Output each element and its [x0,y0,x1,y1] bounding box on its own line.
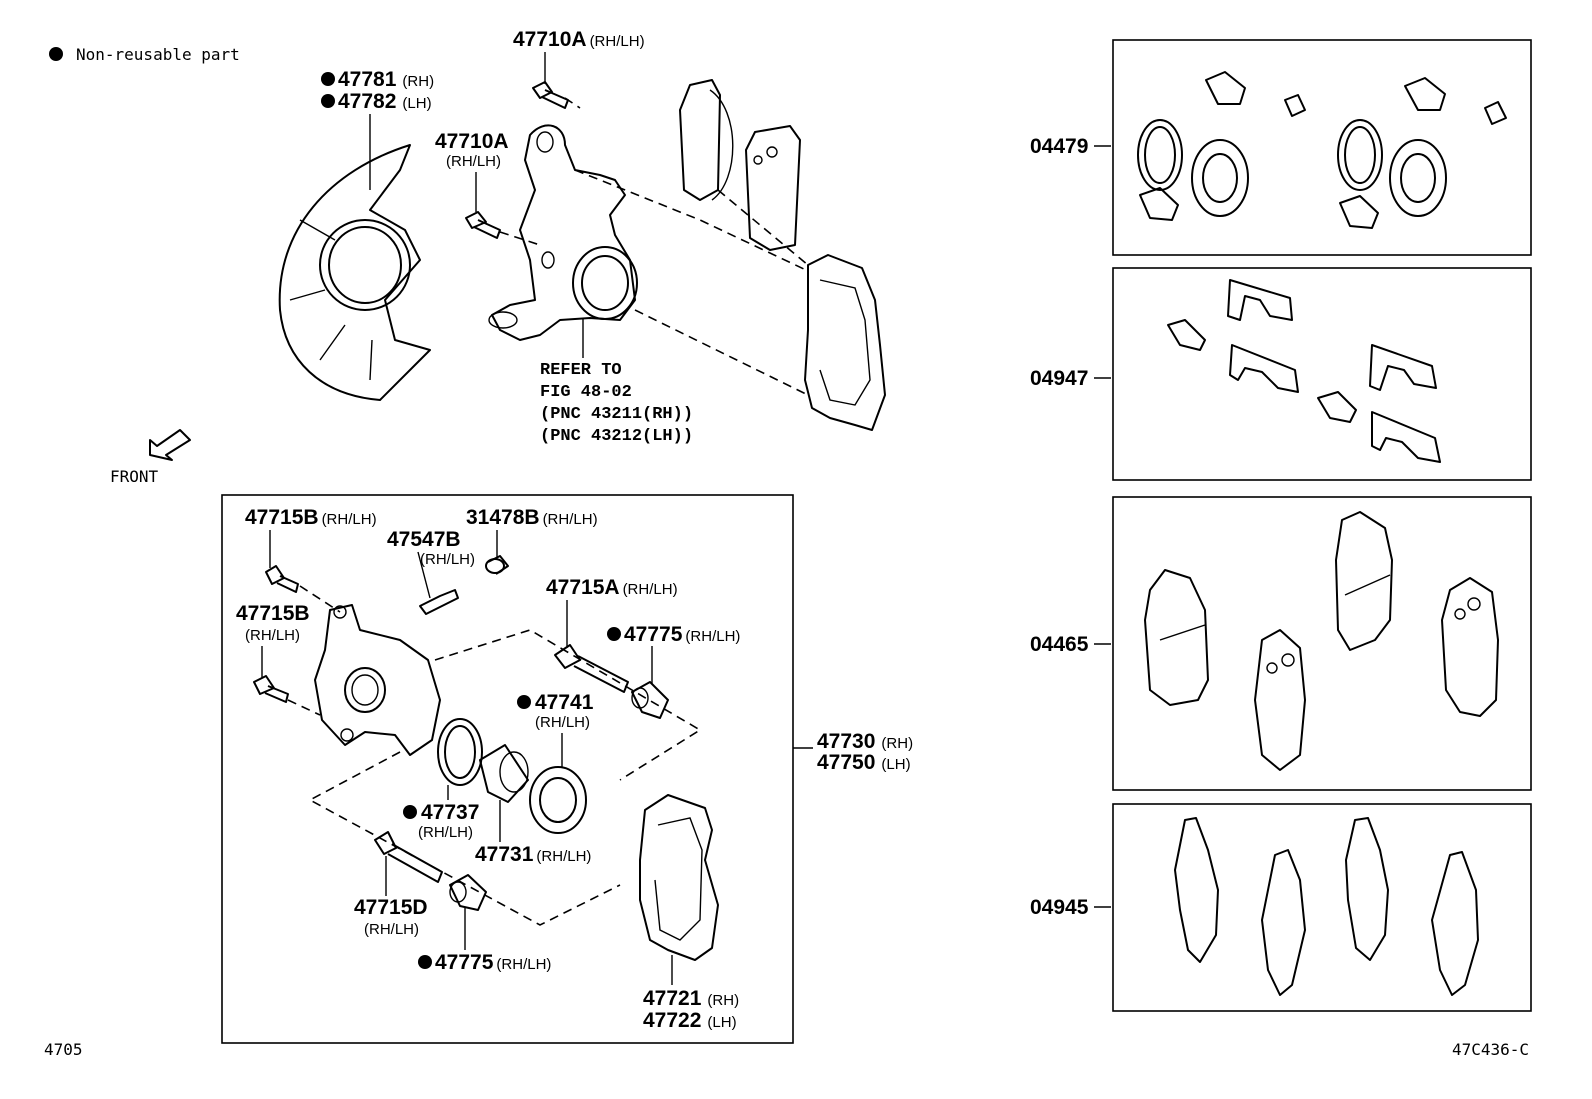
non-reusable-bullet-icon [517,695,531,709]
mounting-47721-drawing [639,794,719,961]
svg-text:47775(RH/LH): 47775(RH/LH) [435,951,551,974]
front-label: FRONT [110,467,159,486]
label-47741: 47741 (RH/LH) [517,691,594,731]
svg-text:47715B(RH/LH): 47715B(RH/LH) [245,506,377,529]
svg-text:47722(LH): 47722(LH) [643,1009,737,1032]
svg-text:47731(RH/LH): 47731(RH/LH) [475,843,591,866]
svg-text:(RH/LH): (RH/LH) [420,551,475,568]
label-47781: 47781(RH) [321,68,434,91]
kit-04479-drawing [1137,71,1507,229]
kit-04945-label: 04945 [1030,896,1089,919]
label-47715d: 47715D (RH/LH) [354,896,428,938]
kit-04479-box [1112,39,1532,256]
bolt-47710a-top-drawing [532,81,569,109]
refer-note: REFER TO FIG 48-02 (PNC 43211(RH)) (PNC … [540,361,693,446]
seal-47741-drawing [529,766,587,834]
front-indicator: FRONT [110,429,191,486]
non-reusable-bullet-icon [321,72,335,86]
boot-47775-top-drawing [631,681,669,719]
label-47710a-mid: 47710A (RH/LH) [435,130,509,170]
label-47730-47750: 47730(RH) 47750(LH) [817,730,913,774]
svg-text:47750(LH): 47750(LH) [817,751,911,774]
svg-text:REFER TO: REFER TO [540,361,622,380]
label-47782: 47782(LH) [321,90,432,113]
label-31478b: 31478B(RH/LH) [466,506,598,529]
non-reusable-bullet-icon [49,47,63,61]
svg-text:(RH/LH): (RH/LH) [446,153,501,170]
group-code: 4705 [44,1040,83,1059]
label-47737: 47737 (RH/LH) [403,801,479,841]
bolt-47710a-mid-drawing [465,211,501,239]
svg-text:47737: 47737 [421,801,479,824]
caliper-body-drawing [314,604,441,756]
caliper-assembly-box [221,494,794,1044]
label-47721-47722: 47721(RH) 47722(LH) [643,987,739,1032]
svg-text:47547B: 47547B [387,528,461,551]
svg-text:47782(LH): 47782(LH) [338,90,432,113]
dust-shield-drawing [278,144,431,401]
upper-pads-drawing [679,79,801,251]
label-47547b: 47547B (RH/LH) [387,528,475,568]
svg-text:(PNC 43211(RH)): (PNC 43211(RH)) [540,405,693,424]
caliper-mount-upper-drawing [804,254,886,431]
label-47775-bot: 47775(RH/LH) [418,951,551,974]
svg-text:47741: 47741 [535,691,594,714]
label-47731: 47731(RH/LH) [475,843,591,866]
label-47715a: 47715A(RH/LH) [546,576,678,599]
label-47715b-2: 47715B (RH/LH) [236,602,310,644]
svg-text:(RH/LH): (RH/LH) [418,824,473,841]
svg-text:31478B(RH/LH): 31478B(RH/LH) [466,506,598,529]
legend: Non-reusable part [49,45,240,64]
svg-text:FIG 48-02: FIG 48-02 [540,383,632,402]
bleeder-47547b-drawing [419,589,459,615]
piston-47731-drawing [479,744,529,803]
svg-text:(RH/LH): (RH/LH) [245,627,300,644]
svg-text:(PNC 43212(LH)): (PNC 43212(LH)) [540,427,693,446]
svg-text:47710A: 47710A [435,130,509,153]
label-47775-top: 47775(RH/LH) [607,623,740,646]
ring-47737-drawing [437,718,483,786]
svg-text:(RH/LH): (RH/LH) [535,714,590,731]
label-47710a-top: 47710A(RH/LH) [513,28,645,51]
kit-04479-label: 04479 [1030,135,1088,158]
svg-text:47781(RH): 47781(RH) [338,68,434,91]
svg-text:47775(RH/LH): 47775(RH/LH) [624,623,740,646]
svg-text:47721(RH): 47721(RH) [643,987,739,1010]
legend-text: Non-reusable part [76,45,240,64]
boot-47775-bot-drawing [449,874,487,911]
kit-04465-drawing [1144,511,1499,771]
svg-text:47715D: 47715D [354,896,428,919]
svg-text:47710A(RH/LH): 47710A(RH/LH) [513,28,645,51]
non-reusable-bullet-icon [607,627,621,641]
svg-text:47715A(RH/LH): 47715A(RH/LH) [546,576,678,599]
kit-04947-drawing [1167,279,1441,463]
cap-31478b-drawing [485,555,509,575]
bolt-47715b-2-drawing [253,675,289,703]
non-reusable-bullet-icon [403,805,417,819]
svg-text:(RH/LH): (RH/LH) [364,921,419,938]
figure-code: 47C436-C [1452,1040,1529,1059]
kit-04465-box [1112,496,1532,791]
svg-text:47715B: 47715B [236,602,310,625]
bolt-47715b-1-drawing [265,565,299,593]
label-47715b-1: 47715B(RH/LH) [245,506,377,529]
kit-04945-drawing [1174,817,1479,996]
svg-text:47730(RH): 47730(RH) [817,730,913,753]
kit-04947-box [1112,267,1532,481]
pin-47715d-drawing [374,831,443,883]
non-reusable-bullet-icon [418,955,432,969]
kit-04947-label: 04947 [1030,367,1088,390]
kit-04945-box [1112,803,1532,1012]
front-arrow-icon [149,429,191,461]
steering-knuckle-drawing [488,124,638,341]
non-reusable-bullet-icon [321,94,335,108]
kit-04465-label: 04465 [1030,633,1089,656]
